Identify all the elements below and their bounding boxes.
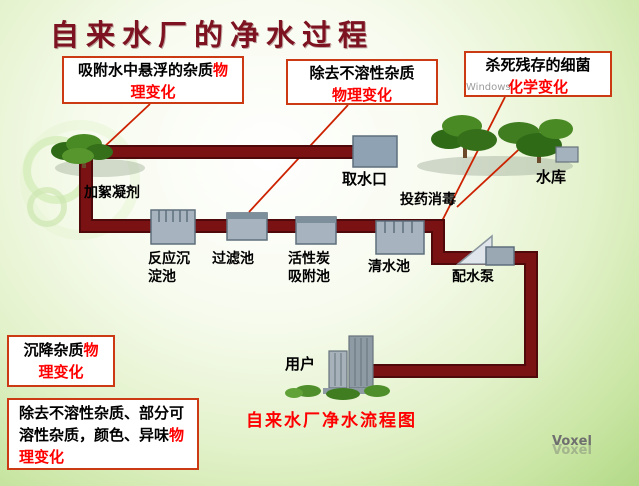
note-sedimentation-text: 沉降杂质 xyxy=(23,341,84,359)
note-carbon-effect-highlight: 物理变化 xyxy=(19,425,185,466)
watermark-windows: Windows xyxy=(466,82,511,93)
label-reservoir: 水库 xyxy=(536,168,567,186)
label-clear-water-tank: 清水池 xyxy=(368,259,410,275)
watermark-voxel-echo: Voxel xyxy=(552,443,592,458)
tank-carbon xyxy=(295,216,337,245)
callout-filtration-highlight: 物理变化 xyxy=(331,85,392,104)
label-dosing-disinfection: 投药消毒 xyxy=(400,192,456,208)
note-carbon-effect-text: 除去不溶性杂质、部分可溶性杂质，颜色、异味 xyxy=(19,404,185,444)
label-flocculant: 加絮凝剂 xyxy=(84,185,140,201)
pump-shape xyxy=(455,234,515,266)
intake-box xyxy=(352,135,398,168)
note-sedimentation-highlight: 物理变化 xyxy=(38,341,99,381)
label-filtration-tank: 过滤池 xyxy=(212,251,254,267)
tree-cluster-left xyxy=(51,134,113,168)
buildings-users xyxy=(285,335,390,400)
note-sedimentation: 沉降杂质物理变化 xyxy=(7,335,115,387)
label-users: 用户 xyxy=(285,355,316,373)
tank-clear-water xyxy=(375,220,425,255)
flow-chart-caption: 自来水厂净水流程图 xyxy=(246,411,417,431)
callout-filtration-text: 除去不溶性杂质 xyxy=(309,64,415,82)
page-title: 自来水厂的净水过程 xyxy=(50,18,375,52)
callout-disinfection: 杀死残存的细菌化学变化 xyxy=(464,51,612,97)
callout-disinfection-text: 杀死残存的细菌 xyxy=(485,56,591,74)
note-carbon-effect: 除去不溶性杂质、部分可溶性杂质，颜色、异味物理变化 xyxy=(7,398,199,470)
callout-filtration: 除去不溶性杂质物理变化 xyxy=(286,59,438,105)
tank-sedimentation xyxy=(150,209,196,245)
label-carbon-adsorption-tank: 活性炭吸附池 xyxy=(288,251,330,285)
label-sedimentation-tank: 反应沉淀池 xyxy=(148,251,190,285)
tree-cluster-reservoir xyxy=(431,115,579,163)
callout-adsorption-text: 吸附水中悬浮的杂质 xyxy=(77,61,213,79)
watermark-voxel: Voxel xyxy=(552,434,592,449)
callout-disinfection-highlight: 化学变化 xyxy=(507,77,568,96)
callout-adsorption-highlight: 物理变化 xyxy=(130,61,229,101)
label-distribution-pump: 配水泵 xyxy=(452,269,494,285)
callout-adsorption: 吸附水中悬浮的杂质物理变化 xyxy=(62,56,244,104)
label-intake: 取水口 xyxy=(342,170,388,188)
tank-filtration xyxy=(226,212,268,241)
